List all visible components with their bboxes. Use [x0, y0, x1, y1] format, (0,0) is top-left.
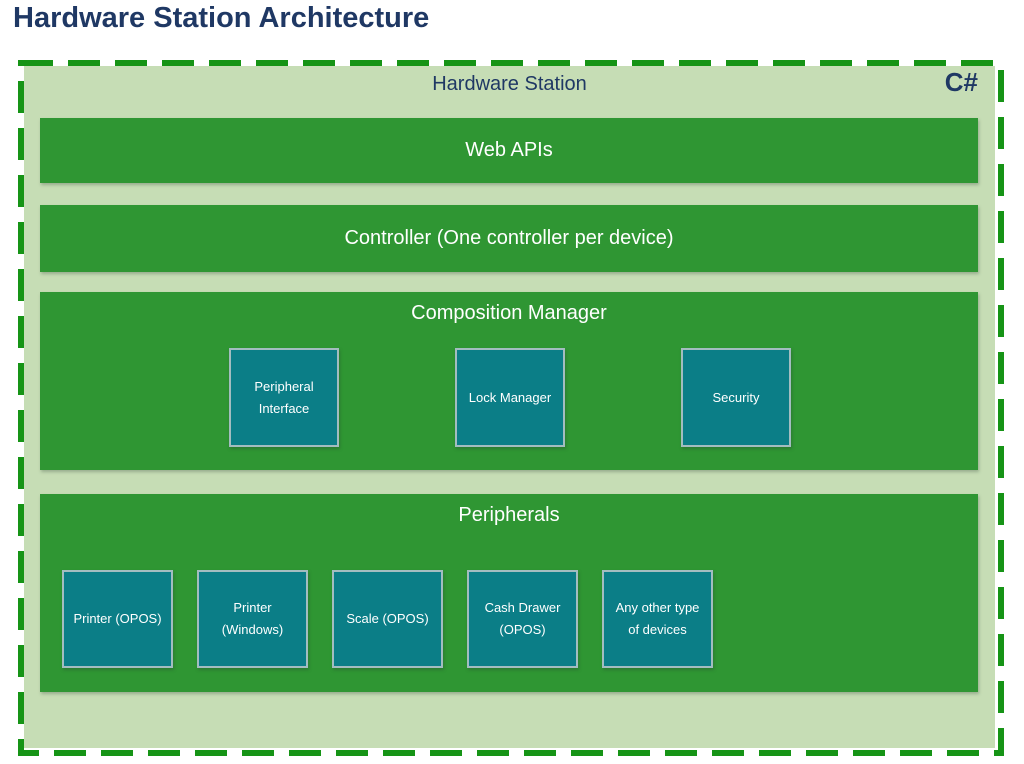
- hardware-station-frame: Hardware Station C# Web APIs Controller …: [18, 60, 1004, 756]
- component-cash-drawer-opos: Cash Drawer (OPOS): [467, 570, 578, 668]
- component-label: Printer (Windows): [221, 600, 284, 637]
- component-any-other-devices: Any other type of devices: [602, 570, 713, 668]
- component-label: Lock Manager: [468, 389, 552, 405]
- component-label: Scale (OPOS): [346, 611, 429, 626]
- component-label: Cash Drawer (OPOS): [484, 600, 561, 637]
- hardware-station-label: Hardware Station: [432, 73, 587, 95]
- component-label: Peripheral Interface: [254, 378, 314, 416]
- layer-peripherals: Peripherals Printer (OPOS) Printer (Wind…: [40, 494, 978, 692]
- component-printer-opos: Printer (OPOS): [62, 570, 173, 668]
- component-lock-manager: Lock Manager: [455, 348, 565, 447]
- component-label: Security: [712, 389, 760, 405]
- peripherals-title: Peripherals: [458, 504, 560, 526]
- component-security: Security: [681, 348, 791, 447]
- component-scale-opos: Scale (OPOS): [332, 570, 443, 668]
- layer-composition-manager: Composition Manager Peripheral Interface…: [40, 292, 978, 470]
- component-label: Printer (OPOS): [73, 611, 162, 626]
- hardware-station-container: Hardware Station C# Web APIs Controller …: [24, 66, 995, 748]
- page-title: Hardware Station Architecture: [13, 2, 430, 34]
- layer-web-apis: Web APIs: [40, 118, 978, 183]
- layer-controller-label: Controller (One controller per device): [344, 227, 674, 249]
- dashed-border: [18, 60, 1004, 756]
- component-printer-windows: Printer (Windows): [197, 570, 308, 668]
- csharp-badge: C#: [944, 67, 978, 97]
- layer-controller: Controller (One controller per device): [40, 205, 978, 272]
- component-peripheral-interface: Peripheral Interface: [229, 348, 339, 447]
- component-label: Any other type of devices: [615, 600, 700, 637]
- layer-web-apis-label: Web APIs: [465, 139, 553, 161]
- composition-manager-title: Composition Manager: [411, 302, 607, 324]
